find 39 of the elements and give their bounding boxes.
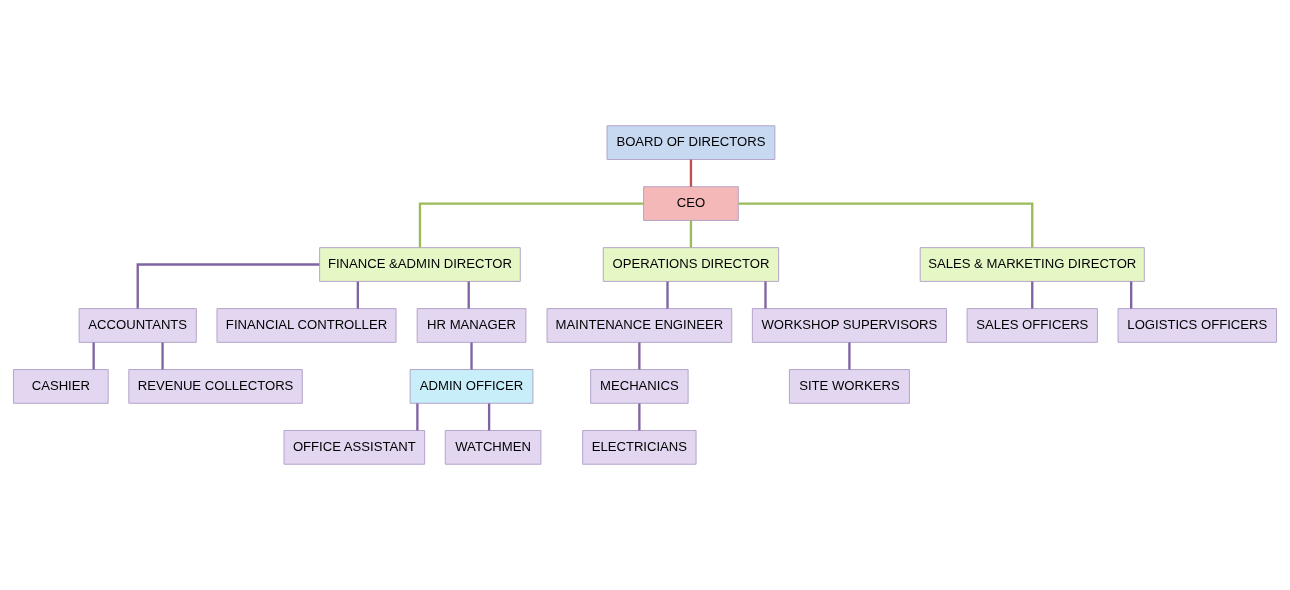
connector xyxy=(161,342,164,370)
node-box: CEO xyxy=(643,186,739,221)
node-box: SALES & MARKETING DIRECTOR xyxy=(919,247,1145,282)
connector xyxy=(356,281,359,309)
connector xyxy=(416,403,419,431)
connector xyxy=(666,281,669,309)
node-box: ACCOUNTANTS xyxy=(78,308,197,343)
connector xyxy=(738,202,1034,248)
connector xyxy=(689,220,693,248)
node-box: OPERATIONS DIRECTOR xyxy=(602,247,780,282)
node-box: WORKSHOP SUPERVISORS xyxy=(751,308,947,343)
connector xyxy=(848,342,851,370)
node-box: SALES OFFICERS xyxy=(966,308,1098,343)
connector xyxy=(136,263,320,309)
node-box: SITE WORKERS xyxy=(788,369,910,404)
node-box: ADMIN OFFICER xyxy=(409,369,534,404)
connector xyxy=(638,403,641,431)
connector xyxy=(1031,281,1034,309)
node-box: MAINTENANCE ENGINEER xyxy=(546,308,733,343)
connector xyxy=(92,342,95,370)
connector xyxy=(470,342,473,370)
connector xyxy=(689,159,693,187)
node-box: BOARD OF DIRECTORS xyxy=(606,125,776,160)
node-box: CASHIER xyxy=(13,369,109,404)
connector xyxy=(638,342,641,370)
node-box: REVENUE COLLECTORS xyxy=(128,369,303,404)
connector xyxy=(467,281,470,309)
node-box: MECHANICS xyxy=(590,369,689,404)
node-box: FINANCIAL CONTROLLER xyxy=(216,308,397,343)
connector xyxy=(1130,281,1133,309)
node-box: OFFICE ASSISTANT xyxy=(283,430,426,465)
node-box: ELECTRICIANS xyxy=(582,430,697,465)
connector xyxy=(418,202,644,248)
node-box: WATCHMEN xyxy=(444,430,542,465)
node-box: HR MANAGER xyxy=(416,308,527,343)
node-box: FINANCE &ADMIN DIRECTOR xyxy=(319,247,521,282)
connector xyxy=(764,281,767,309)
node-box: LOGISTICS OFFICERS xyxy=(1117,308,1277,343)
connector xyxy=(487,403,491,431)
